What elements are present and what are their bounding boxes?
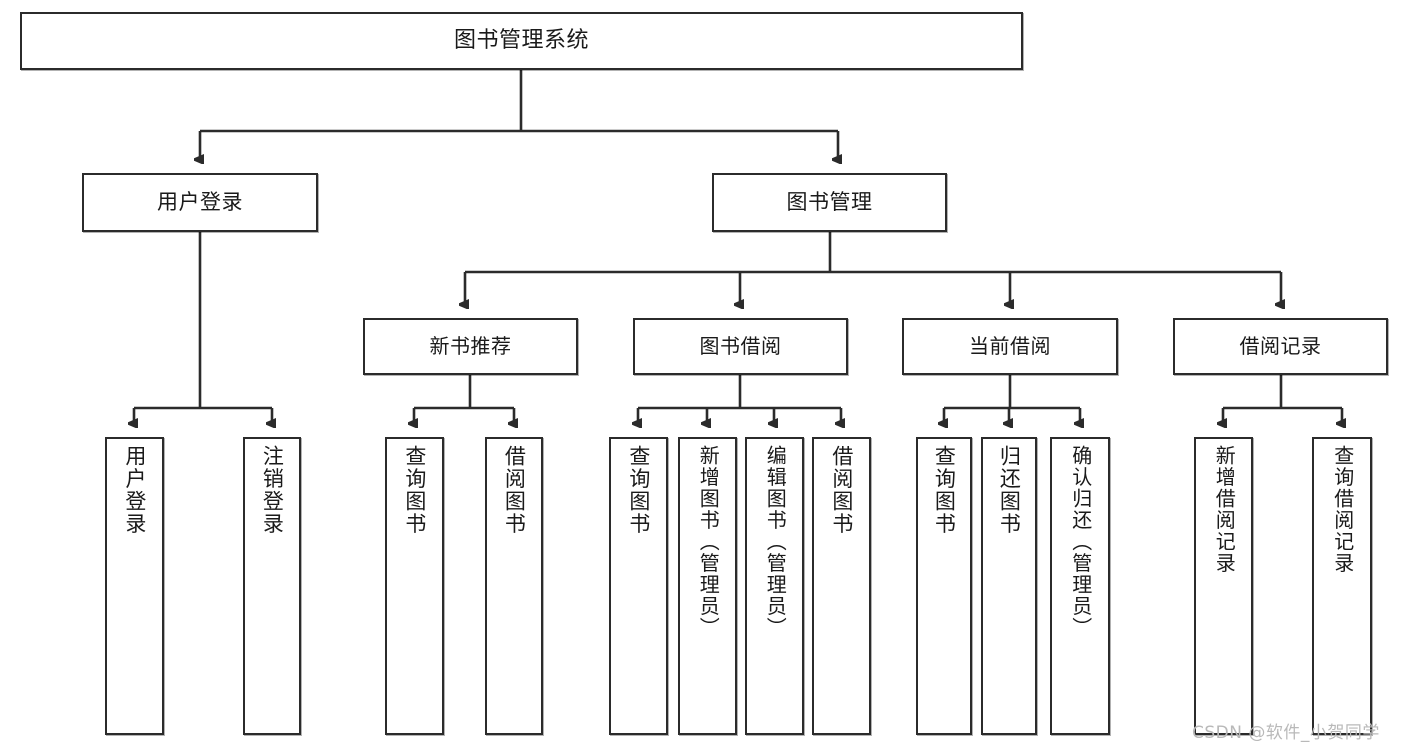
node-leaf-2-label: 查询图书 (402, 445, 427, 535)
node-leaf-7[interactable]: 借阅图书 (812, 437, 871, 735)
node-level2-1-label: 图书借阅 (699, 334, 782, 359)
node-leaf-12[interactable]: 查询借阅记录 (1312, 437, 1372, 735)
node-leaf-3-label: 借阅图书 (502, 445, 527, 535)
node-level2-3[interactable]: 借阅记录 (1173, 318, 1388, 375)
node-leaf-0-label: 用户登录 (122, 445, 147, 535)
node-leaf-1-label: 注销登录 (260, 445, 285, 535)
node-level1-1[interactable]: 图书管理 (712, 173, 947, 232)
node-leaf-5[interactable]: 新增图书（管理员） (678, 437, 737, 735)
node-leaf-10[interactable]: 确认归还（管理员） (1050, 437, 1110, 735)
node-leaf-5-label: 新增图书（管理员） (696, 445, 721, 639)
node-leaf-7-label: 借阅图书 (829, 445, 854, 535)
node-level2-2[interactable]: 当前借阅 (902, 318, 1118, 375)
node-leaf-9-label: 归还图书 (997, 445, 1022, 535)
node-leaf-11-label: 新增借阅记录 (1212, 445, 1237, 574)
node-level2-3-label: 借阅记录 (1239, 334, 1322, 359)
node-leaf-4[interactable]: 查询图书 (609, 437, 668, 735)
node-leaf-1[interactable]: 注销登录 (243, 437, 301, 735)
node-root[interactable]: 图书管理系统 (20, 12, 1023, 70)
node-leaf-4-label: 查询图书 (626, 445, 651, 535)
node-leaf-2[interactable]: 查询图书 (385, 437, 444, 735)
node-level2-0[interactable]: 新书推荐 (363, 318, 578, 375)
node-leaf-6[interactable]: 编辑图书（管理员） (745, 437, 804, 735)
node-leaf-12-label: 查询借阅记录 (1330, 445, 1355, 574)
node-level1-1-label: 图书管理 (786, 189, 873, 214)
node-level1-0-label: 用户登录 (157, 189, 243, 214)
node-level1-0[interactable]: 用户登录 (82, 173, 318, 232)
node-level2-0-label: 新书推荐 (429, 334, 512, 359)
node-leaf-8-label: 查询图书 (932, 445, 957, 535)
node-leaf-0[interactable]: 用户登录 (105, 437, 164, 735)
node-leaf-6-label: 编辑图书（管理员） (763, 445, 788, 639)
node-level2-2-label: 当前借阅 (969, 334, 1051, 359)
node-root-label: 图书管理系统 (453, 27, 589, 53)
node-leaf-9[interactable]: 归还图书 (981, 437, 1037, 735)
node-leaf-11[interactable]: 新增借阅记录 (1194, 437, 1253, 735)
node-leaf-10-label: 确认归还（管理员） (1068, 445, 1093, 639)
node-leaf-8[interactable]: 查询图书 (916, 437, 972, 735)
node-leaf-3[interactable]: 借阅图书 (485, 437, 543, 735)
node-level2-1[interactable]: 图书借阅 (633, 318, 848, 375)
